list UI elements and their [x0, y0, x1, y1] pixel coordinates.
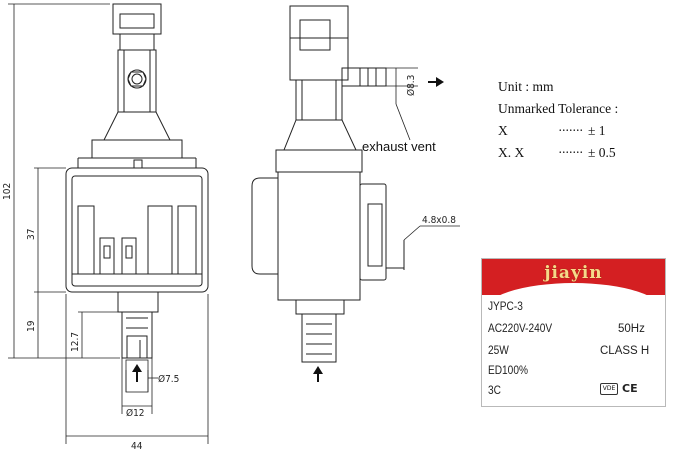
inlet-arrow-icon: [313, 366, 323, 374]
class-text: CLASS H: [600, 345, 650, 357]
brand-logo: jiayin: [544, 263, 603, 283]
ce-mark-icon: CE: [622, 382, 638, 395]
tolerance-row: X. X ······· ± 0.5: [498, 142, 673, 164]
flow-arrows: [132, 77, 444, 382]
dim-lower-height: 19: [26, 320, 37, 332]
side-dimensions: [386, 67, 460, 241]
dim-body-height: 37: [26, 229, 37, 240]
dim-width: 44: [131, 441, 143, 452]
tolerance-title: Unmarked Tolerance :: [498, 101, 619, 116]
outlet-arrow-icon: [436, 77, 444, 87]
code-text: 3C: [488, 385, 501, 397]
exhaust-vent-label: exhaust vent: [362, 139, 436, 154]
side-view: [251, 5, 405, 363]
duty-text: ED100%: [488, 365, 528, 377]
tolerance-value: ± 0.5: [588, 145, 616, 160]
dim-terminal: 4.8x0.8: [422, 215, 456, 226]
dim-vent-dia: Ø8.3: [405, 75, 417, 96]
power-text: 25W: [488, 345, 509, 357]
unit-line: Unit : mm: [498, 79, 554, 94]
dim-total-height: 102: [2, 183, 13, 200]
dim-nozzle-dia: Ø7.5: [158, 373, 179, 385]
dim-nozzle-length: 12.7: [70, 332, 81, 352]
certification-marks: VDE CE: [600, 382, 638, 395]
tolerance-notes: Unit : mm Unmarked Tolerance : X ······· ±…: [498, 76, 673, 164]
nameplate-header: jiayin: [482, 259, 665, 313]
vde-mark-icon: VDE: [600, 382, 618, 395]
tolerance-dots: ·······: [558, 123, 583, 138]
voltage-text: AC220V-240V: [488, 323, 553, 335]
tolerance-value: ± 1: [588, 123, 606, 138]
tolerance-row: X ······· ± 1: [498, 120, 673, 142]
tolerance-symbol: X. X: [498, 145, 525, 160]
frequency-text: 50Hz: [618, 323, 645, 335]
tolerance-dots: ·······: [558, 145, 583, 160]
model-text: JYPC-3: [488, 301, 523, 313]
dim-outlet-dia: Ø12: [126, 407, 145, 419]
front-inlet-arrow-icon: [132, 364, 142, 372]
front-dimensions: [8, 3, 209, 444]
nameplate-label: jiayin JYPC-3 AC220V-240V 50Hz 25W CLASS…: [481, 258, 666, 407]
tolerance-symbol: X: [498, 123, 508, 138]
front-view: [65, 3, 209, 359]
